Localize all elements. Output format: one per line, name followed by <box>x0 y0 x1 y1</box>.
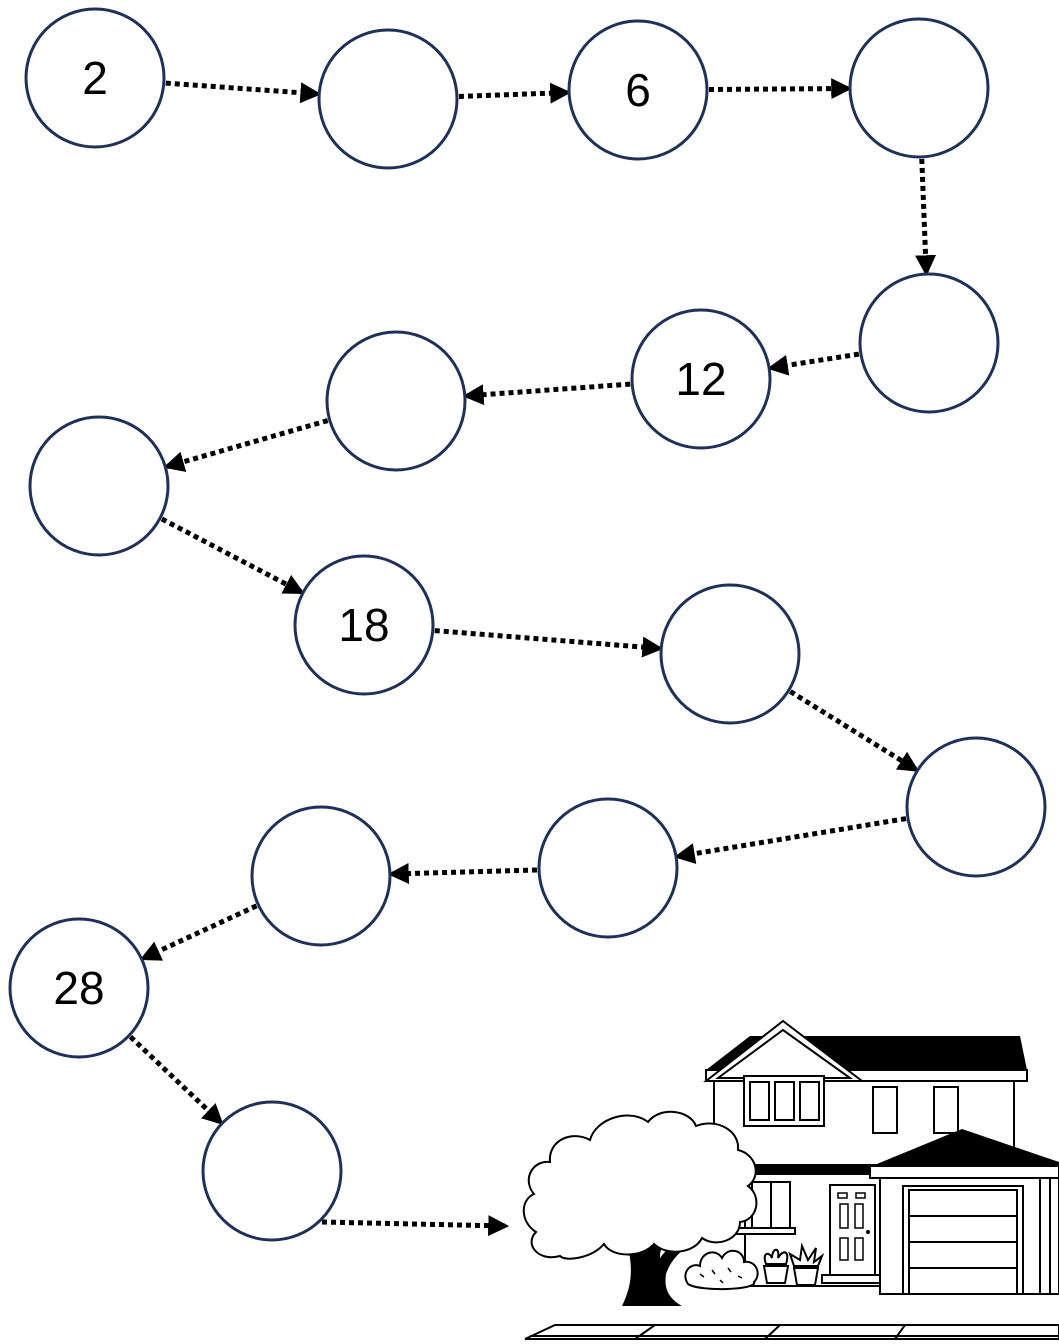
number-node: 12 <box>630 308 772 450</box>
number-circle <box>659 583 801 725</box>
number-node: 6 <box>567 19 709 161</box>
number-node <box>659 583 801 725</box>
number-circle <box>858 272 1000 414</box>
number-circle <box>201 1100 343 1242</box>
connector-arrows <box>128 78 937 1237</box>
connector-arrow <box>387 863 538 885</box>
connector-arrow <box>163 418 329 472</box>
connector-arrow <box>673 816 907 865</box>
number-node <box>537 797 679 939</box>
number-label: 6 <box>625 64 651 116</box>
number-circle <box>848 17 990 159</box>
connector-arrow <box>128 1035 224 1126</box>
number-circle <box>24 7 166 149</box>
number-circles: 2 6 12 18 28 <box>8 7 1047 1242</box>
number-node <box>250 805 392 947</box>
number-node <box>325 330 467 472</box>
number-node <box>201 1100 343 1242</box>
number-circle <box>8 917 150 1059</box>
number-node <box>848 17 990 159</box>
connector-arrow <box>139 903 258 961</box>
sidewalk-icon <box>524 1324 1059 1340</box>
number-node <box>317 28 459 170</box>
number-node <box>905 736 1047 878</box>
connector-arrow <box>434 628 664 658</box>
connector-arrow <box>160 516 305 595</box>
number-node <box>858 272 1000 414</box>
number-node: 28 <box>8 917 150 1059</box>
number-label: 2 <box>82 52 108 104</box>
connector-arrow <box>788 689 920 772</box>
connector-arrow <box>915 158 937 277</box>
number-circle <box>537 797 679 939</box>
number-circle <box>293 554 435 696</box>
house-icon <box>522 1019 1059 1340</box>
number-label: 12 <box>675 353 726 405</box>
connector-arrow <box>165 80 322 104</box>
number-label: 18 <box>338 599 389 651</box>
connector-arrow <box>766 351 860 376</box>
number-node <box>28 415 170 557</box>
number-circle <box>250 805 392 947</box>
number-circle <box>567 19 709 161</box>
number-node: 2 <box>24 7 166 149</box>
number-circle <box>630 308 772 450</box>
number-circle <box>325 330 467 472</box>
number-circle <box>28 415 170 557</box>
tree-icon <box>522 1110 758 1306</box>
number-circle <box>905 736 1047 878</box>
number-label: 28 <box>53 962 104 1014</box>
connector-arrow <box>462 381 631 406</box>
bush-icon <box>684 1249 759 1291</box>
number-circle <box>317 28 459 170</box>
number-node: 18 <box>293 554 435 696</box>
connector-arrow <box>321 1215 510 1237</box>
connector-arrow <box>458 82 572 104</box>
connector-arrow <box>708 78 853 100</box>
potted-plant-icon <box>762 1242 825 1286</box>
